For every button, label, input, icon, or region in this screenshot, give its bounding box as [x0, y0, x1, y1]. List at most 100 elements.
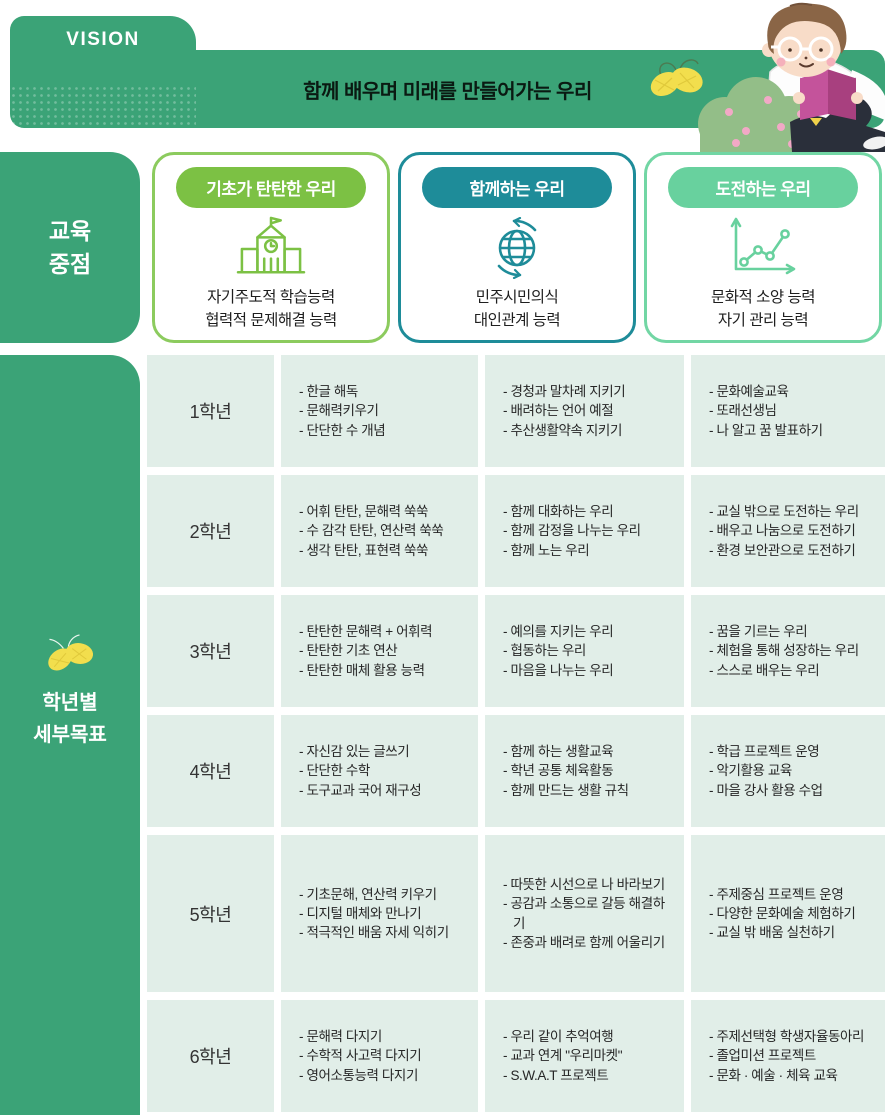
goal-cell-challenge: - 주제중심 프로젝트 운영 - 다양한 문화예술 체험하기 - 교실 밖 배움 실…	[691, 835, 885, 992]
goal-item: - 수학적 사고력 다지기	[299, 1048, 422, 1064]
tie	[810, 118, 822, 126]
goal-item: - 교과 연계 "우리마켓"	[503, 1048, 623, 1064]
vision-tab-label: VISION	[66, 29, 140, 50]
globe-icon	[484, 214, 550, 282]
goal-cell-challenge: - 주제선택형 학생자율동아리- 졸업미션 프로젝트- 문화 · 예술 · 체육…	[691, 1000, 885, 1112]
goal-cell-challenge: - 꿈을 기르는 우리- 체험을 통해 성장하는 우리- 스스로 배우는 우리	[691, 595, 885, 707]
goal-item: - 마음을 나누는 우리	[503, 662, 614, 678]
goal-item: - S.W.A.T 프로젝트	[503, 1067, 609, 1083]
goal-item: - 배우고 나눔으로 도전하기	[709, 523, 856, 539]
goal-item: - 존중과 배려로 함께 어울리기	[503, 934, 665, 950]
goal-item: - 교실 밖으로 도전하는 우리	[709, 504, 859, 520]
goal-cell-basics: - 어휘 탄탄, 문해력 쑥쑥 - 수 감각 탄탄, 연산력 쑥쑥 - 생각 탄탄,…	[281, 475, 478, 587]
grade-label-text: 1학년	[189, 402, 232, 422]
goal-item: - 탄탄한 기초 연산	[299, 643, 398, 659]
sidebar-grade-goals: 학년별 세부목표	[0, 355, 140, 1115]
goal-item: - 생각 탄탄, 표현력 쑥쑥	[299, 542, 429, 558]
goal-item: - 따뜻한 시선으로 나 바라보기	[503, 877, 665, 893]
goal-item: - 공감과 소통으로 갈등 해결하기	[503, 896, 665, 931]
goal-item: - 우리 같이 추억여행	[503, 1029, 614, 1045]
goal-item: - 악기활용 교육	[709, 763, 792, 779]
grade-goals-line2: 세부목표	[33, 724, 107, 746]
goal-cell-together: - 경청과 말차례 지키기- 배려하는 언어 예절- 추산생활약속 지키기	[485, 355, 684, 467]
goal-cell-challenge: - 문화예술교육- 또래선생님- 나 알고 꿈 발표하기	[691, 355, 885, 467]
grade-label-text: 3학년	[189, 642, 232, 662]
reading-child-illustration	[650, 2, 885, 152]
goal-item: - 경청과 말차례 지키기	[503, 384, 626, 400]
goal-cell-together: - 예의를 지키는 우리- 협동하는 우리- 마음을 나누는 우리	[485, 595, 684, 707]
pillar-badge: 함께하는 우리	[422, 167, 612, 208]
pillar-competency-line: 협력적 문제해결 능력	[205, 312, 337, 330]
goal-cell-basics: - 탄탄한 문해력 + 어휘력- 탄탄한 기초 연산- 탄탄한 매체 활용 능력	[281, 595, 478, 707]
goal-item: - 꿈을 기르는 우리	[709, 624, 808, 640]
goal-item: - 체험을 통해 성장하는 우리	[709, 643, 859, 659]
goal-item: - 영어소통능력 다지기	[299, 1067, 418, 1083]
education-focus-line2: 중점	[48, 250, 92, 277]
sidebar-education-focus: 교육 중점	[0, 152, 140, 343]
goal-cell-basics: - 자신감 있는 글쓰기 - 단단한 수학 - 도구교과 국어 재구성	[281, 715, 478, 827]
goal-item: - 단단한 수학	[299, 763, 370, 779]
grade-label: 1학년	[147, 355, 274, 467]
education-focus-line1: 교육	[48, 218, 92, 245]
grade-label-text: 2학년	[189, 522, 232, 542]
vision-tab: VISION	[10, 16, 196, 86]
school-icon	[235, 214, 307, 282]
goal-item: - 주제중심 프로젝트 운영	[709, 886, 844, 902]
pillar-card-challenge: 도전하는 우리 문화적 소양 능력 자기 관리 능력	[644, 152, 882, 343]
goal-cell-together: - 따뜻한 시선으로 나 바라보기 - 공감과 소통으로 갈등 해결하기 - 존중과…	[485, 835, 684, 992]
butterfly-icon	[650, 59, 703, 96]
grade-label: 2학년	[147, 475, 274, 587]
goal-item: - 탄탄한 문해력 + 어휘력	[299, 624, 433, 640]
goal-item: - 함께 대화하는 우리	[503, 504, 614, 520]
grade-label-text: 5학년	[189, 904, 232, 925]
goal-cell-together: - 함께 하는 생활교육- 학년 공통 체육활동- 함께 만드는 생활 규칙	[485, 715, 684, 827]
pillar-competency-line: 대인관계 능력	[473, 312, 561, 330]
goal-item: - 한글 해독	[299, 384, 358, 400]
pillar-competency-text: 민주시민의식 대인관계 능력	[473, 286, 561, 333]
goal-item: - 수 감각 탄탄, 연산력 쑥쑥	[299, 523, 444, 539]
pillar-cards: 기초가 탄탄한 우리 자기주도적 학습능력 협력적 문제해결 능력	[152, 152, 882, 343]
goal-item: - 예의를 지키는 우리	[503, 624, 614, 640]
goal-item: - 교실 밖 배움 실천하기	[709, 925, 835, 941]
butterfly-icon	[48, 634, 94, 671]
book	[793, 66, 863, 126]
pillar-competency-text: 자기주도적 학습능력 협력적 문제해결 능력	[205, 286, 337, 333]
goal-item: - 도구교과 국어 재구성	[299, 782, 422, 798]
goal-item: - 마을 강사 활용 수업	[709, 782, 823, 798]
grade-goals-grid: 1학년- 한글 해독- 문해력키우기- 단단한 수 개념- 경청과 말차례 지키…	[147, 355, 885, 1112]
vision-title: 함께 배우며 미래를 만들어가는 우리	[303, 80, 592, 103]
goal-item: - 추산생활약속 지키기	[503, 422, 622, 438]
goal-item: - 문화 · 예술 · 체육 교육	[709, 1067, 838, 1083]
goal-item: - 디지털 매체와 만나기	[299, 905, 422, 921]
goal-item: - 다양한 문화예술 체험하기	[709, 905, 856, 921]
child-head	[762, 2, 847, 77]
pillar-competency-line: 자기 관리 능력	[717, 312, 809, 330]
goal-cell-together: - 우리 같이 추억여행 - 교과 연계 "우리마켓" - S.W.A.T 프로젝트	[485, 1000, 684, 1112]
pillar-competency-line: 자기주도적 학습능력	[207, 289, 335, 306]
goal-item: - 기초문해, 연산력 키우기	[299, 886, 437, 902]
pillar-competency-line: 민주시민의식	[475, 289, 559, 306]
goal-item: - 나 알고 꿈 발표하기	[709, 422, 823, 438]
grade-label-text: 4학년	[189, 762, 232, 782]
goal-item: - 어휘 탄탄, 문해력 쑥쑥	[299, 504, 429, 520]
pillar-card-together: 함께하는 우리 민주시민의식 대인관계 능력	[398, 152, 636, 343]
goal-item: - 함께 하는 생활교육	[503, 744, 614, 760]
goal-item: - 또래선생님	[709, 403, 777, 419]
pillar-badge: 도전하는 우리	[668, 167, 858, 208]
grade-label: 5학년	[147, 835, 274, 992]
goal-item: - 자신감 있는 글쓰기	[299, 744, 410, 760]
goal-cell-basics: - 한글 해독- 문해력키우기- 단단한 수 개념	[281, 355, 478, 467]
child-legs	[790, 97, 885, 152]
grade-label: 3학년	[147, 595, 274, 707]
pillar-badge: 기초가 탄탄한 우리	[176, 167, 366, 208]
goal-item: - 문해력 다지기	[299, 1029, 382, 1045]
goal-cell-basics: - 기초문해, 연산력 키우기- 디지털 매체와 만나기- 적극적인 배움 자세…	[281, 835, 478, 992]
growth-chart-icon	[728, 214, 798, 282]
goal-item: - 주제선택형 학생자율동아리	[709, 1029, 865, 1045]
grade-label-text: 6학년	[189, 1047, 232, 1067]
pillar-competency-line: 문화적 소양 능력	[711, 289, 815, 306]
goal-item: - 환경 보안관으로 도전하기	[709, 542, 856, 558]
pillar-competency-text: 문화적 소양 능력 자기 관리 능력	[711, 286, 815, 333]
grade-goals-line1: 학년별	[42, 692, 98, 714]
